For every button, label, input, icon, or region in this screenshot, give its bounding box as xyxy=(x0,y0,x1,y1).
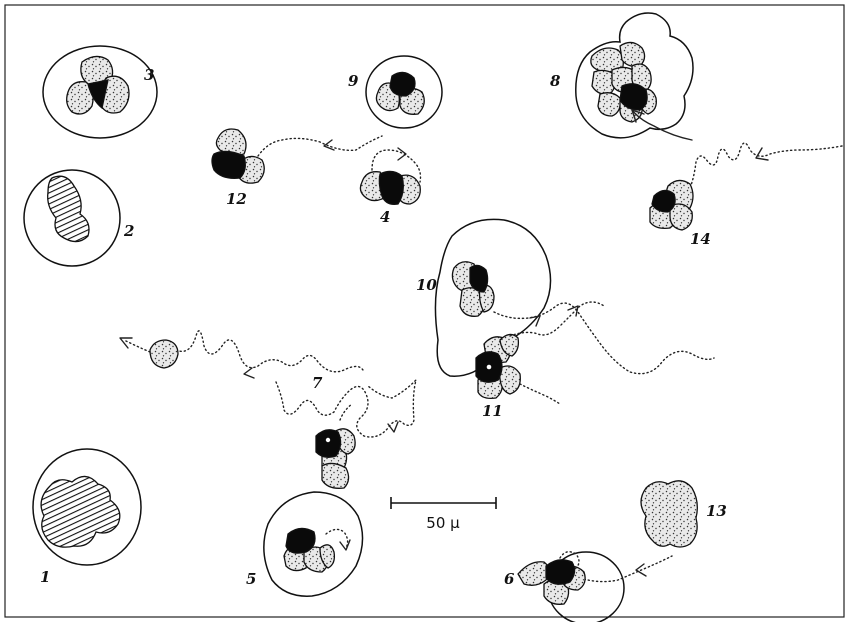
cell-14-nucleus xyxy=(652,190,675,212)
label-8: 8 xyxy=(550,72,561,90)
cell-8 xyxy=(576,13,693,140)
wandering-cell-arrowhead xyxy=(244,368,254,378)
scale-bar-label: 50 μ xyxy=(426,514,460,532)
figure-border xyxy=(5,5,844,617)
label-6: 6 xyxy=(504,570,515,588)
cell-12-path xyxy=(258,136,382,156)
wandering-cell-body xyxy=(150,340,178,368)
wandering-cell-path xyxy=(176,331,364,372)
cell-2 xyxy=(24,170,120,266)
cell-1-body xyxy=(41,476,120,547)
cell-4-nucleus xyxy=(379,171,403,204)
cell-12-nucleus xyxy=(212,151,245,178)
cell-6-path xyxy=(580,556,672,582)
cell-7-nucleus xyxy=(316,430,341,458)
cell-13 xyxy=(641,481,697,547)
cell-14-arrowhead xyxy=(756,148,768,160)
cell-7-path xyxy=(340,404,352,420)
scale-bar: 50 μ xyxy=(391,497,496,532)
cell-11-path xyxy=(520,384,560,404)
label-1: 1 xyxy=(40,568,50,586)
label-4: 4 xyxy=(380,208,390,226)
cell-9 xyxy=(366,56,442,128)
cell-3 xyxy=(43,46,157,138)
cell-4 xyxy=(360,148,420,204)
cell-10-11-arrowhead xyxy=(568,306,578,316)
cell-5 xyxy=(264,492,363,596)
cell-8-lobe xyxy=(598,93,620,116)
cell-7-arrowhead xyxy=(388,422,398,432)
cell-2-body xyxy=(48,176,89,241)
label-3: 3 xyxy=(144,66,154,84)
cell-10-11 xyxy=(435,219,714,404)
label-5: 5 xyxy=(246,570,256,588)
cell-8-lobe xyxy=(620,42,645,66)
cell-1 xyxy=(33,449,141,565)
cell-12-arrowhead xyxy=(324,140,334,150)
cell-9-nucleus xyxy=(390,72,415,96)
wandering-cell-path xyxy=(124,340,150,352)
cell-14-path xyxy=(690,143,842,188)
label-9: 9 xyxy=(348,72,359,90)
label-12: 12 xyxy=(226,190,247,208)
cell-12 xyxy=(212,129,382,183)
wandering-cell xyxy=(120,331,364,378)
cell-5-nucleus xyxy=(286,528,315,553)
label-14: 14 xyxy=(690,230,711,248)
cell-10-path xyxy=(494,303,714,374)
cell-7-lobe xyxy=(322,463,349,488)
cell-7 xyxy=(276,380,416,488)
label-13: 13 xyxy=(706,502,727,520)
cell-11-lobe xyxy=(500,366,521,394)
cell-5-arrowhead xyxy=(340,540,350,550)
cell-6 xyxy=(518,552,672,622)
label-7: 7 xyxy=(312,374,323,392)
cell-11-nucleolus xyxy=(487,365,492,370)
label-2: 2 xyxy=(123,222,134,240)
cell-13-body xyxy=(641,481,697,547)
label-10: 10 xyxy=(416,276,437,294)
cell-6-lobe xyxy=(518,562,550,586)
cell-14 xyxy=(650,143,842,230)
label-11: 11 xyxy=(482,402,503,420)
cell-7-nucleolus xyxy=(326,438,330,442)
cell-6-nucleus xyxy=(546,560,575,585)
